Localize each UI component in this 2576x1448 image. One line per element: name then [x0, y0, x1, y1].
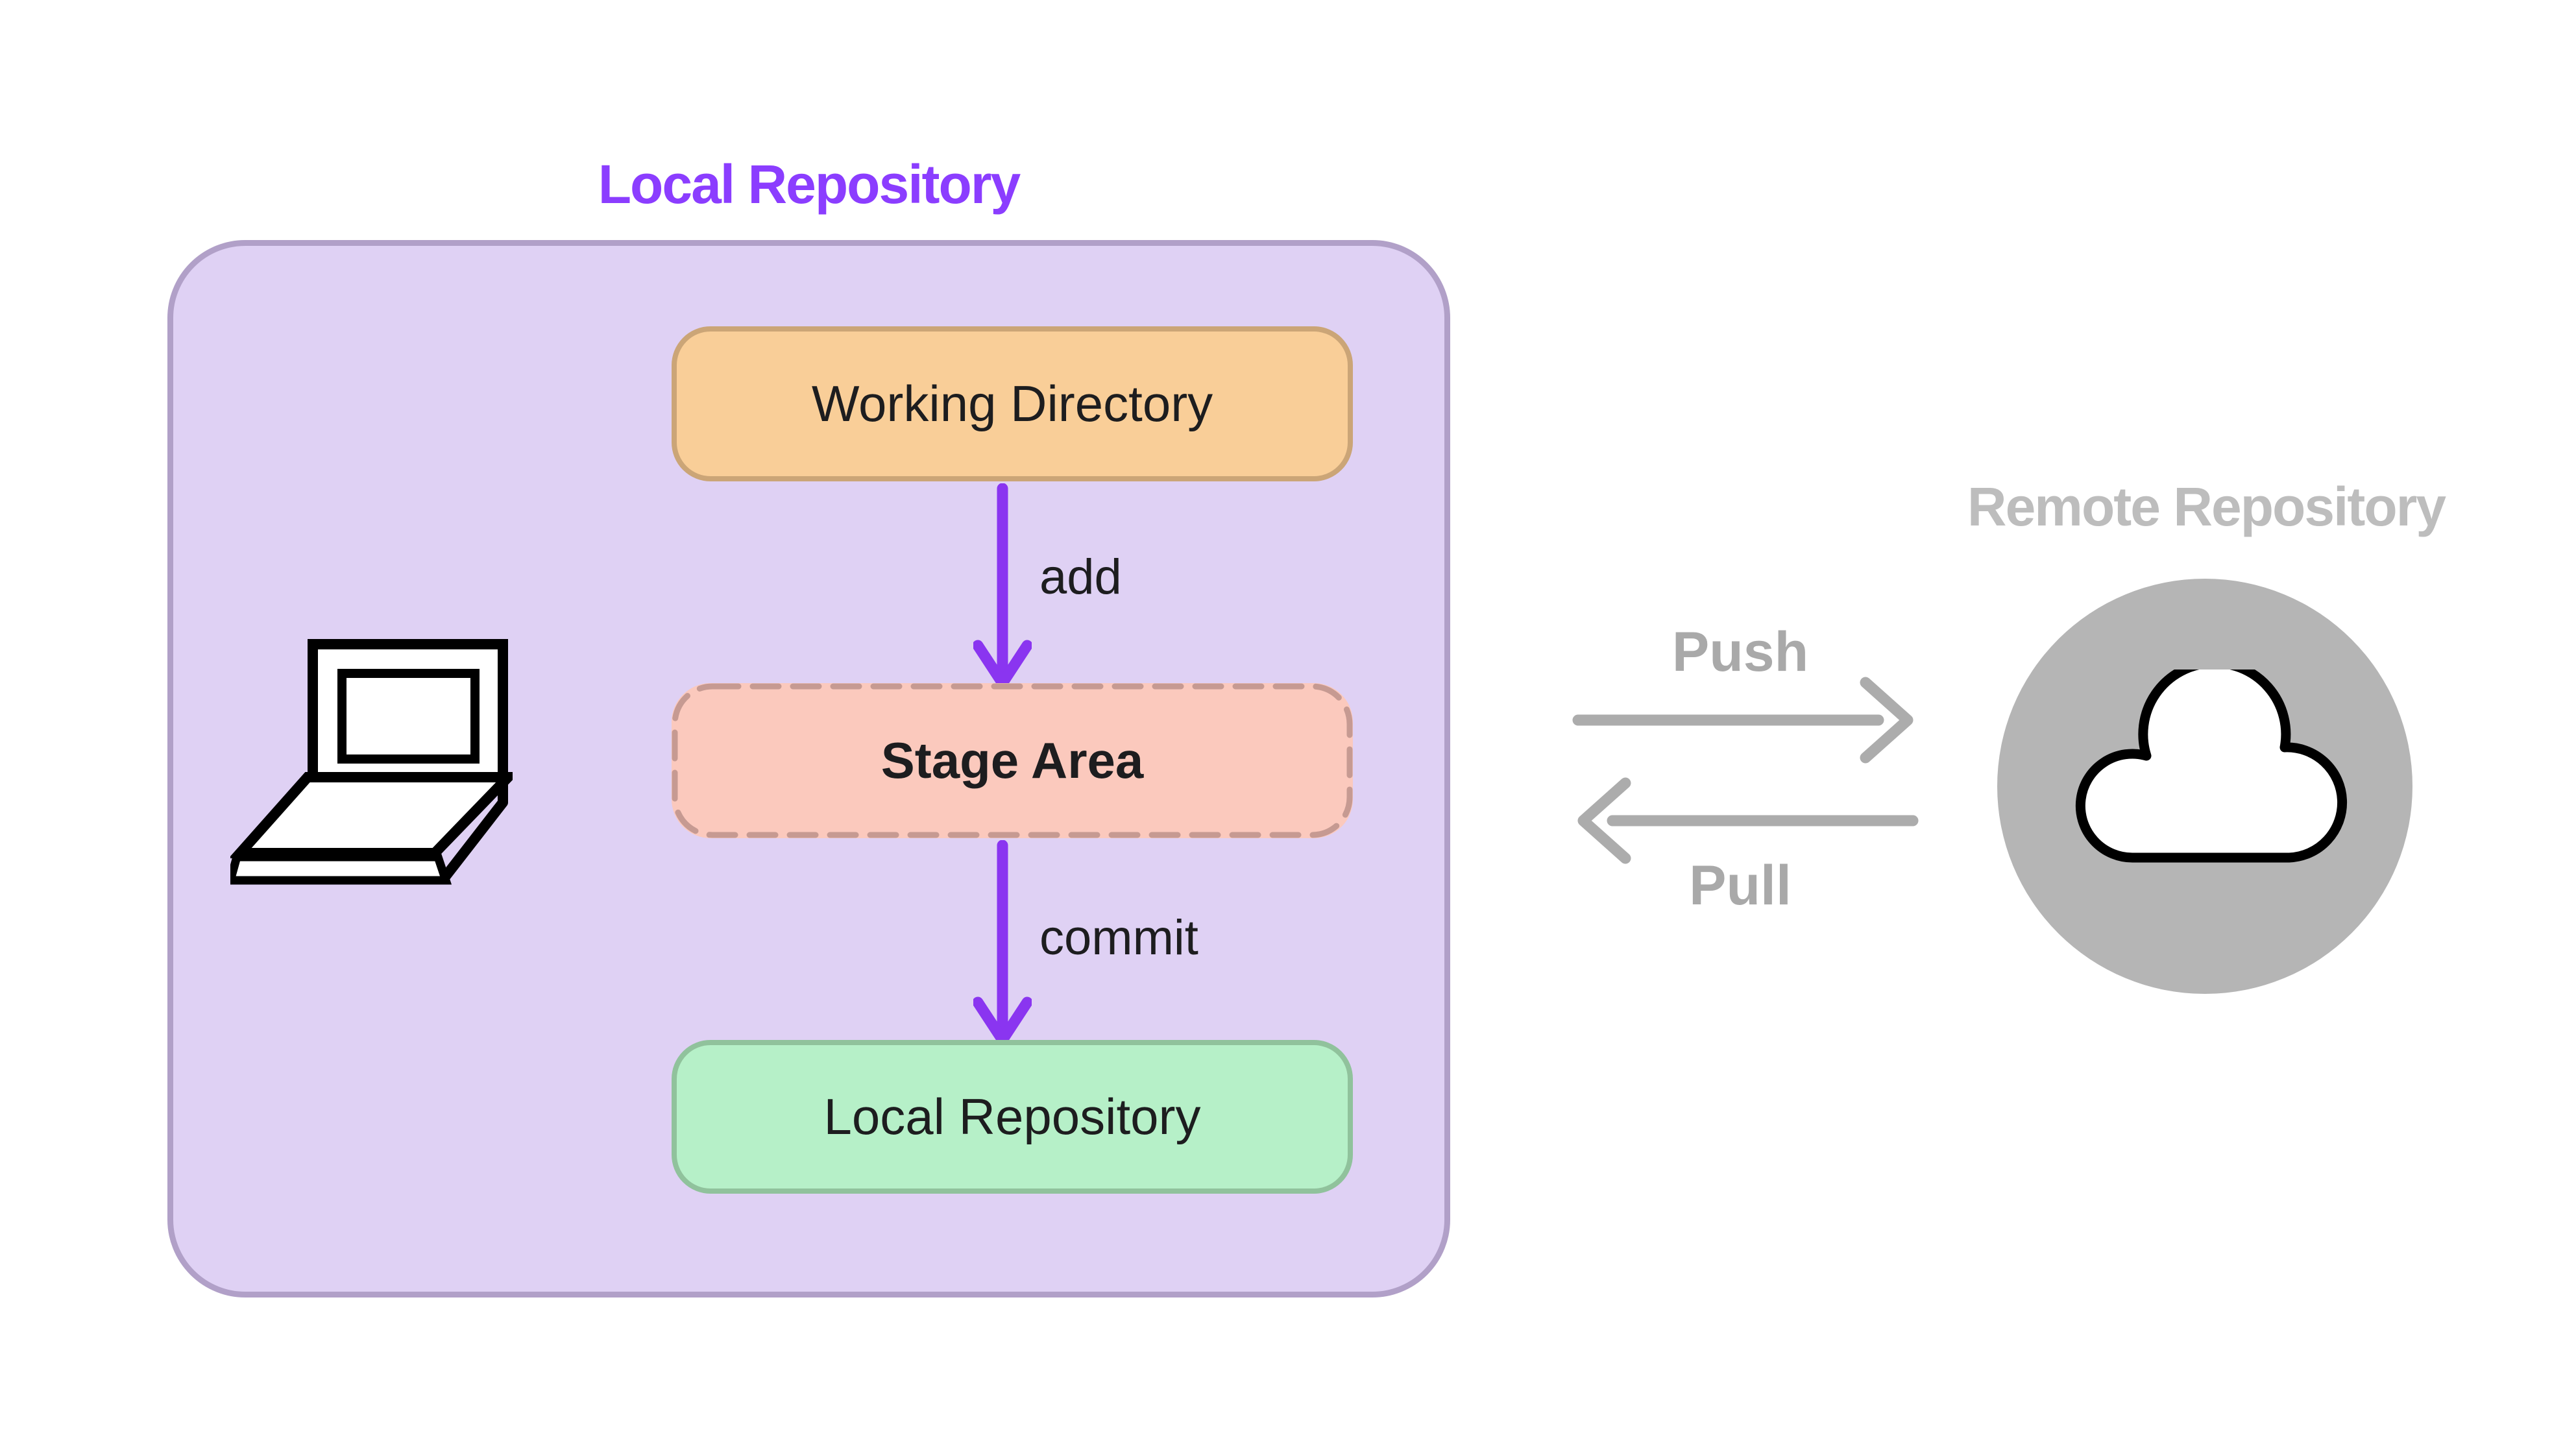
working-directory-node: Working Directory: [672, 326, 1353, 481]
local-repository-node: Local Repository: [672, 1040, 1353, 1194]
local-repository-label: Local Repository: [823, 1088, 1201, 1145]
cloud-icon: [2075, 670, 2348, 863]
edge-label-add: add: [1039, 549, 1122, 605]
stage-area-label: Stage Area: [881, 732, 1144, 789]
flow-arrow-commit-icon: [973, 840, 1032, 1045]
stage-area-dashed-border: [672, 683, 1353, 838]
remote-repository-title: Remote Repository: [1967, 476, 2446, 537]
working-directory-label: Working Directory: [811, 375, 1213, 432]
local-repository-group-title: Local Repository: [598, 154, 1021, 215]
push-arrow-icon: [1572, 677, 1914, 764]
pull-arrow-icon: [1577, 777, 1919, 864]
pull-label: Pull: [1689, 854, 1792, 917]
edge-label-commit: commit: [1039, 910, 1198, 965]
stage-area-node: Stage Area: [672, 683, 1353, 838]
laptop-icon: [230, 639, 513, 885]
push-label: Push: [1671, 621, 1809, 683]
flow-arrow-add-icon: [973, 483, 1032, 688]
